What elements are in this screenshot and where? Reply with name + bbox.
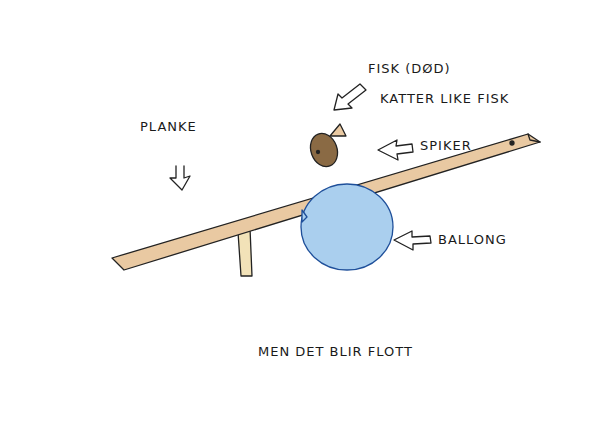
ballong-arrow — [394, 231, 431, 250]
footer-note: MEN DET BLIR FLOTT — [258, 345, 413, 359]
fish — [306, 124, 346, 170]
note-label: KATTER LIKE FISK — [380, 92, 509, 106]
nail-label: SPIKER — [420, 139, 472, 153]
balloon-label: BALLONG — [438, 233, 507, 247]
fish-label: FISK (DØD) — [368, 62, 451, 76]
support-post — [238, 228, 252, 276]
spiker-arrow — [378, 140, 413, 160]
plank-label: PLANKE — [140, 120, 197, 134]
nail — [510, 141, 514, 145]
balloon — [301, 184, 393, 270]
planke-arrow — [170, 166, 190, 190]
fisk-arrow — [334, 84, 366, 110]
